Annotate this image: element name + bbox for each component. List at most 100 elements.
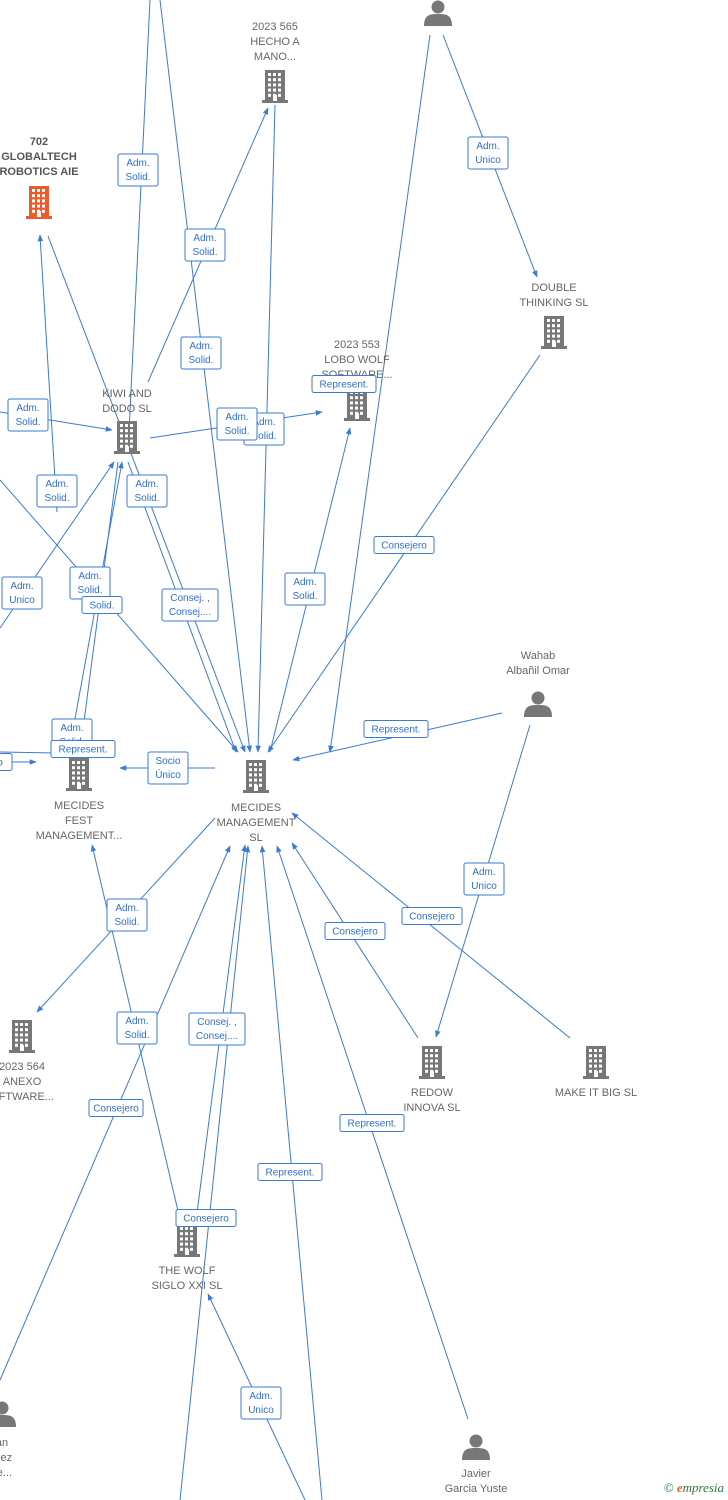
brand-initial: e bbox=[676, 1480, 683, 1495]
relationship-label[interactable]: Adm.Solid. bbox=[106, 898, 148, 932]
company-node-mecides-fest[interactable]: MECIDESFESTMANAGEMENT... bbox=[36, 758, 123, 842]
relationship-label[interactable]: Adm.Unico bbox=[463, 862, 505, 896]
relationship-label[interactable]: Consejero bbox=[373, 536, 435, 554]
relationship-label-box bbox=[311, 375, 377, 393]
relationship-label-text: Adm. bbox=[252, 417, 275, 428]
relationship-label[interactable]: Consejero bbox=[401, 907, 463, 925]
relationship-label-text: Adm. bbox=[472, 867, 495, 878]
node-label: REDOW bbox=[411, 1087, 454, 1099]
company-node-anexo[interactable]: 2023 564ANEXOOFTWARE... bbox=[0, 1020, 54, 1103]
node-label: MANO... bbox=[254, 51, 296, 63]
building-icon bbox=[174, 1224, 200, 1257]
relationship-label[interactable]: Represent. bbox=[339, 1114, 405, 1132]
relationship-label[interactable]: Adm. Solid. bbox=[284, 572, 326, 606]
relationship-label[interactable]: Adm.Solid. bbox=[7, 398, 49, 432]
relationship-label-text: Adm. bbox=[60, 723, 83, 734]
relationship-label-text: Adm. bbox=[10, 581, 33, 592]
brand-name: mpresia bbox=[682, 1480, 724, 1495]
relationship-label-text: Solid. bbox=[134, 493, 159, 504]
relationship-label[interactable]: Solid. bbox=[81, 596, 123, 614]
relationship-label[interactable]: Represent. bbox=[363, 720, 429, 738]
relationship-label-box bbox=[216, 407, 258, 441]
relationship-label-box bbox=[161, 588, 219, 622]
relationship-label[interactable]: Adm.Unico bbox=[1, 576, 43, 610]
person-icon bbox=[524, 691, 552, 717]
relationship-label-text: Adm. bbox=[293, 577, 316, 588]
relationship-edge-line bbox=[126, 0, 151, 433]
relationship-label-text: Solid. bbox=[192, 247, 217, 258]
node-label: OFTWARE... bbox=[0, 1091, 54, 1103]
relationship-label[interactable]: Consejero bbox=[175, 1209, 237, 1227]
node-label: LOBO WOLF bbox=[324, 354, 390, 366]
relationship-label-text: Adm. bbox=[193, 233, 216, 244]
relationship-label-text: Solid. bbox=[44, 493, 69, 504]
relationship-label[interactable]: Adm.Solid. bbox=[116, 1011, 158, 1045]
relationship-label-text: Adm. bbox=[115, 903, 138, 914]
relationship-edge-line bbox=[276, 845, 469, 1420]
relationship-label-box bbox=[240, 1386, 282, 1420]
relationship-label-box bbox=[116, 1011, 158, 1045]
company-node-makeit[interactable]: MAKE IT BIG SL bbox=[555, 1046, 637, 1099]
node-label: ROBOTICS AIE bbox=[0, 166, 79, 178]
node-label: MANAGEMENT bbox=[217, 817, 296, 829]
node-label: KIWI AND bbox=[102, 388, 152, 400]
relationship-label[interactable]: Adm.Unico bbox=[240, 1386, 282, 1420]
relationship-label-text: Represent. bbox=[348, 1119, 397, 1130]
node-label: 2023 564 bbox=[0, 1061, 45, 1073]
relationship-label-text: Consej.... bbox=[169, 607, 211, 618]
relationship-label[interactable]: Consej. ,Consej.... bbox=[161, 588, 219, 622]
node-label: SIGLO XXI SL bbox=[152, 1280, 223, 1292]
relationship-label-box bbox=[401, 907, 463, 925]
relationship-label[interactable]: Consejero bbox=[324, 922, 386, 940]
relationship-label[interactable]: Consejero bbox=[88, 1099, 144, 1117]
relationship-label[interactable]: Adm.Solid. bbox=[69, 566, 111, 600]
relationship-label[interactable]: Adm. Solid. bbox=[184, 228, 226, 262]
node-label: MECIDES bbox=[54, 800, 104, 812]
person-node-top[interactable] bbox=[424, 0, 452, 27]
node-label: MECIDES bbox=[231, 802, 281, 814]
node-label: Garcia Yuste bbox=[445, 1483, 508, 1495]
relationship-label-text: Consejero bbox=[332, 927, 378, 938]
relationship-label-text: Solid. bbox=[251, 431, 276, 442]
relationship-label-text: Represent. bbox=[320, 380, 369, 391]
relationship-label[interactable]: Represent. bbox=[311, 375, 377, 393]
relationship-label[interactable]: Adm.Unico bbox=[467, 136, 509, 170]
company-node-thewolf[interactable]: THE WOLF SIGLO XXI SL bbox=[152, 1224, 223, 1292]
relationship-label-box bbox=[7, 398, 49, 432]
relationship-label[interactable]: Adm.Solid. bbox=[36, 474, 78, 508]
relationship-label-text: Adm. bbox=[476, 141, 499, 152]
relationship-label[interactable]: Adm.Solid. bbox=[216, 407, 258, 441]
relationship-label-box bbox=[117, 153, 159, 187]
relationship-label-box bbox=[36, 474, 78, 508]
relationship-edge-line bbox=[328, 34, 431, 753]
relationship-label-text: Unico bbox=[248, 1405, 274, 1416]
relationship-label[interactable]: Represent. bbox=[257, 1163, 323, 1181]
relationship-label[interactable]: o bbox=[0, 753, 13, 771]
relationship-label[interactable]: Adm.Solid. bbox=[180, 336, 222, 370]
relationship-label-text: Solid. bbox=[124, 1030, 149, 1041]
relationship-label-text: Adm. bbox=[189, 341, 212, 352]
relationship-label-box bbox=[106, 898, 148, 932]
relationship-label[interactable]: Consej. ,Consej.... bbox=[188, 1012, 246, 1046]
node-label: THE WOLF bbox=[159, 1265, 216, 1277]
relationship-label-box bbox=[467, 136, 509, 170]
person-icon bbox=[462, 1434, 490, 1460]
relationship-label-text: Consej. , bbox=[197, 1017, 236, 1028]
relationship-label-box bbox=[1, 576, 43, 610]
relationship-label-text: Solid. bbox=[292, 591, 317, 602]
relationship-label[interactable]: Adm.Solid. bbox=[117, 153, 159, 187]
person-node-gonzalez[interactable]: analezlle... bbox=[0, 1401, 16, 1480]
relationship-label[interactable]: Represent. bbox=[50, 740, 116, 758]
building-icon bbox=[583, 1046, 609, 1079]
relationship-label-text: Socio bbox=[155, 756, 180, 767]
relationship-label[interactable]: Adm.Solid. bbox=[126, 474, 168, 508]
